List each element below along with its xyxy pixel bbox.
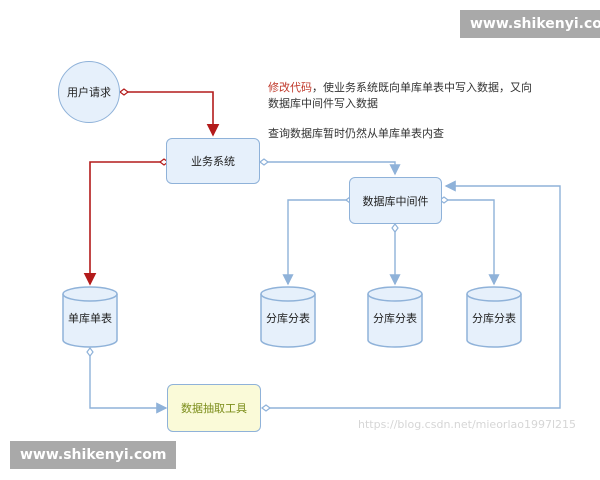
- note-line-1: 修改代码，使业务系统既向单库单表中写入数据，又向: [268, 80, 568, 96]
- db-middleware-node: 数据库中间件: [349, 177, 442, 224]
- edge-extract-to-middleware: [262, 180, 561, 409]
- extract-tool-label: 数据抽取工具: [181, 402, 247, 415]
- edge-single-table-to-extract: [89, 350, 168, 414]
- edge-middleware-to-shard-1: [282, 199, 348, 286]
- shard-2-label: 分库分表: [373, 312, 417, 325]
- user-request-node: 用户请求: [58, 61, 120, 123]
- extract-tool-node: 数据抽取工具: [167, 384, 261, 432]
- edge-middleware-to-shard-3: [442, 199, 500, 286]
- annotation-note: 修改代码，使业务系统既向单库单表中写入数据，又向 数据库中间件写入数据 查询数据…: [268, 80, 568, 142]
- edge-user-to-business: [126, 91, 220, 137]
- csdn-watermark: https://blog.csdn.net/mieorlao1997l215: [358, 418, 577, 431]
- db-middleware-label: 数据库中间件: [362, 194, 429, 208]
- shard-1-node: 分库分表: [260, 286, 316, 348]
- business-system-node: 业务系统: [166, 138, 260, 184]
- shard-2-node: 分库分表: [367, 286, 423, 348]
- shard-3-node: 分库分表: [466, 286, 522, 348]
- note-emphasis: 修改代码: [268, 81, 312, 94]
- note-line-2: 数据库中间件写入数据: [268, 97, 378, 110]
- note-line-3: 查询数据库暂时仍然从单库单表内查: [268, 127, 444, 140]
- edge-business-to-single-table: [83, 161, 162, 286]
- single-table-label: 单库单表: [68, 312, 112, 325]
- watermark-bottom: www.shikenyi.com: [10, 441, 177, 469]
- edge-business-to-middleware: [264, 161, 401, 176]
- business-system-label: 业务系统: [191, 155, 235, 168]
- shard-3-label: 分库分表: [472, 312, 516, 325]
- watermark-top: www.shikenyi.com: [460, 10, 600, 38]
- single-table-node: 单库单表: [62, 286, 118, 348]
- note-line-1-rest: ，使业务系统既向单库单表中写入数据，又向: [312, 81, 532, 94]
- user-request-label: 用户请求: [67, 86, 111, 99]
- shard-1-label: 分库分表: [266, 312, 310, 325]
